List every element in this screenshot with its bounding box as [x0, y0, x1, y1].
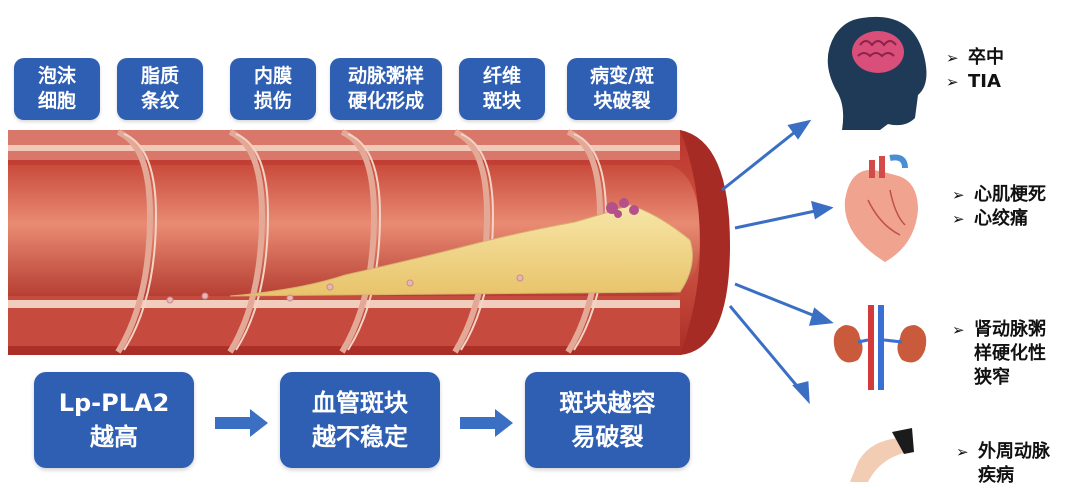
heart-icon [844, 154, 918, 262]
plaque-rupture [606, 198, 639, 218]
outcome-heart: ➢心肌梗死 ➢心绞痛 [952, 183, 1046, 231]
stage-label-lipid-streak: 脂质 条纹 [117, 58, 203, 120]
bullet-icon: ➢ [952, 210, 965, 228]
outcome-brain: ➢卒中 ➢TIA [946, 46, 1004, 94]
plaque [229, 204, 693, 297]
stage-label-foam-cells: 泡沫 细胞 [14, 58, 100, 120]
brain-head-icon [827, 16, 927, 130]
outcome-leg: ➢外周动脉 疾病 [956, 440, 1050, 488]
bullet-icon: ➢ [952, 321, 965, 339]
list-item: ➢心肌梗死 [952, 184, 1046, 205]
list-item: ➢肾动脉粥 样硬化性 狭窄 [952, 319, 1046, 388]
bullet-icon: ➢ [946, 73, 959, 91]
list-item: ➢心绞痛 [952, 208, 1028, 229]
stage-label-intimal-injury: 内膜 损伤 [230, 58, 316, 120]
list-item: ➢卒中 [946, 47, 1004, 68]
artery-opening [680, 130, 730, 355]
kidney-icon [833, 305, 927, 390]
stage-label-plaque-rupture: 病变/斑 块破裂 [567, 58, 677, 120]
flow-box-lp-pla2: Lp-PLA2 越高 [34, 372, 194, 468]
bullet-icon: ➢ [952, 186, 965, 204]
flow-box-unstable-plaque: 血管斑块 越不稳定 [280, 372, 440, 468]
stage-label-fibrous-plaque: 纤维 斑块 [459, 58, 545, 120]
arrow-to-brain [721, 126, 801, 192]
list-item: ➢外周动脉 疾病 [956, 441, 1050, 486]
flow-arrow-1 [215, 409, 268, 437]
bullet-icon: ➢ [956, 443, 969, 461]
arrow-to-kidney [734, 282, 821, 320]
bullet-icon: ➢ [946, 49, 959, 67]
arrow-to-leg [728, 305, 804, 393]
flow-box-rupture-prone: 斑块越容 易破裂 [525, 372, 690, 468]
arrow-to-heart [734, 208, 821, 230]
outcome-kidney: ➢肾动脉粥 样硬化性 狭窄 [952, 318, 1046, 390]
leg-icon [850, 428, 914, 482]
flow-arrow-2 [460, 409, 513, 437]
list-item: ➢TIA [946, 71, 1001, 92]
stage-label-atherosclerosis: 动脉粥样 硬化形成 [330, 58, 442, 120]
